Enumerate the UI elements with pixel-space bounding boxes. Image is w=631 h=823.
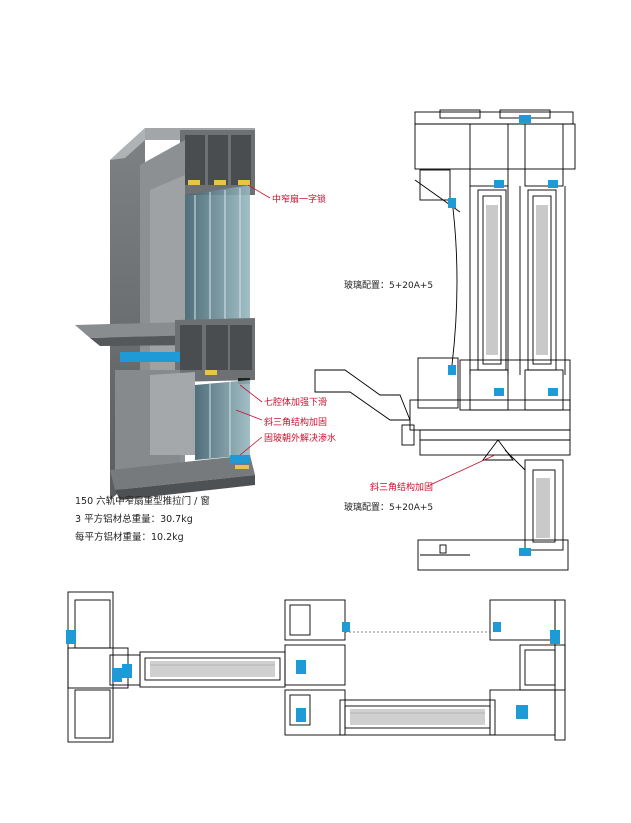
unit-weight: 每平方铝材重量：10.2kg [75, 532, 184, 543]
section-seals [448, 115, 558, 556]
total-weight: 3 平方铝材总重量：30.7kg [75, 514, 193, 525]
glass-labels: 玻璃配置：5+20A+5 玻璃配置：5+20A+5 [344, 279, 433, 513]
callout-leaders-3d [235, 184, 271, 456]
vertical-section [314, 109, 576, 571]
callout-lock: 中窄扇一字锁 [272, 193, 326, 205]
callout-waterproof: 固玻朝外解决渗水 [264, 432, 336, 444]
render-3d-view [75, 128, 255, 500]
callout-section: 斜三角结构加固 [370, 454, 496, 493]
product-name: 150 六轨中窄扇重型推拉门 / 窗 [75, 496, 210, 507]
callout-triangle-section: 斜三角结构加固 [370, 481, 433, 493]
callout-triangle-3d: 斜三角结构加固 [264, 416, 327, 428]
callout-texts-3d: 中窄扇一字锁 七腔体加强下滑 斜三角结构加固 固玻朝外解决渗水 [264, 193, 336, 444]
glass-config-lower: 玻璃配置：5+20A+5 [344, 501, 433, 513]
horizontal-seals [66, 622, 560, 722]
glass-config-upper: 玻璃配置：5+20A+5 [344, 279, 433, 291]
horizontal-section [67, 591, 566, 743]
callout-seven-chamber: 七腔体加强下滑 [264, 396, 327, 408]
horizontal-glass [150, 661, 485, 725]
section-glass [486, 205, 550, 538]
